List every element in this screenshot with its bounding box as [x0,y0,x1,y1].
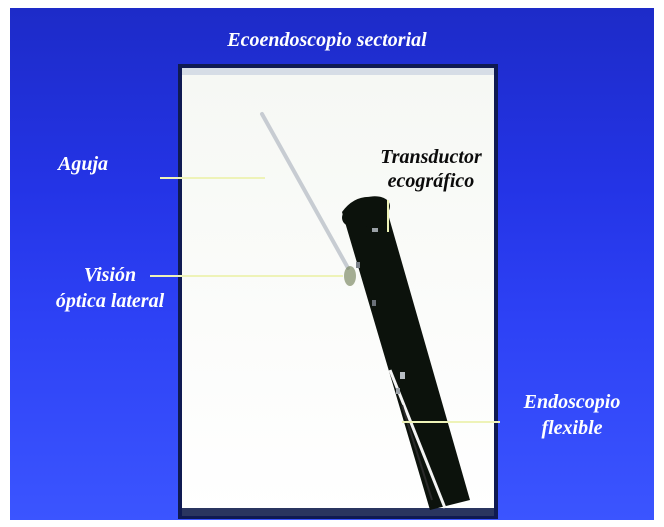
label-lateral-view-line1: Visión [83,264,137,286]
needle-shape [260,112,350,270]
label-lateral-view-line2: óptica lateral [55,290,165,312]
label-needle: Aguja [58,153,109,175]
label-transducer-line1: Transductor [380,146,482,168]
label-endoscope-line1: Endoscopio [523,391,621,413]
label-endoscope-line2: flexible [541,417,603,439]
frame-bottom-edge [182,508,494,516]
endoscope-shape [342,196,470,510]
frame-top-edge [182,68,494,75]
label-transducer-line2: ecográfico [387,170,475,192]
figure-title: Ecoendoscopio sectorial [227,29,427,51]
callout-lines [150,177,500,423]
